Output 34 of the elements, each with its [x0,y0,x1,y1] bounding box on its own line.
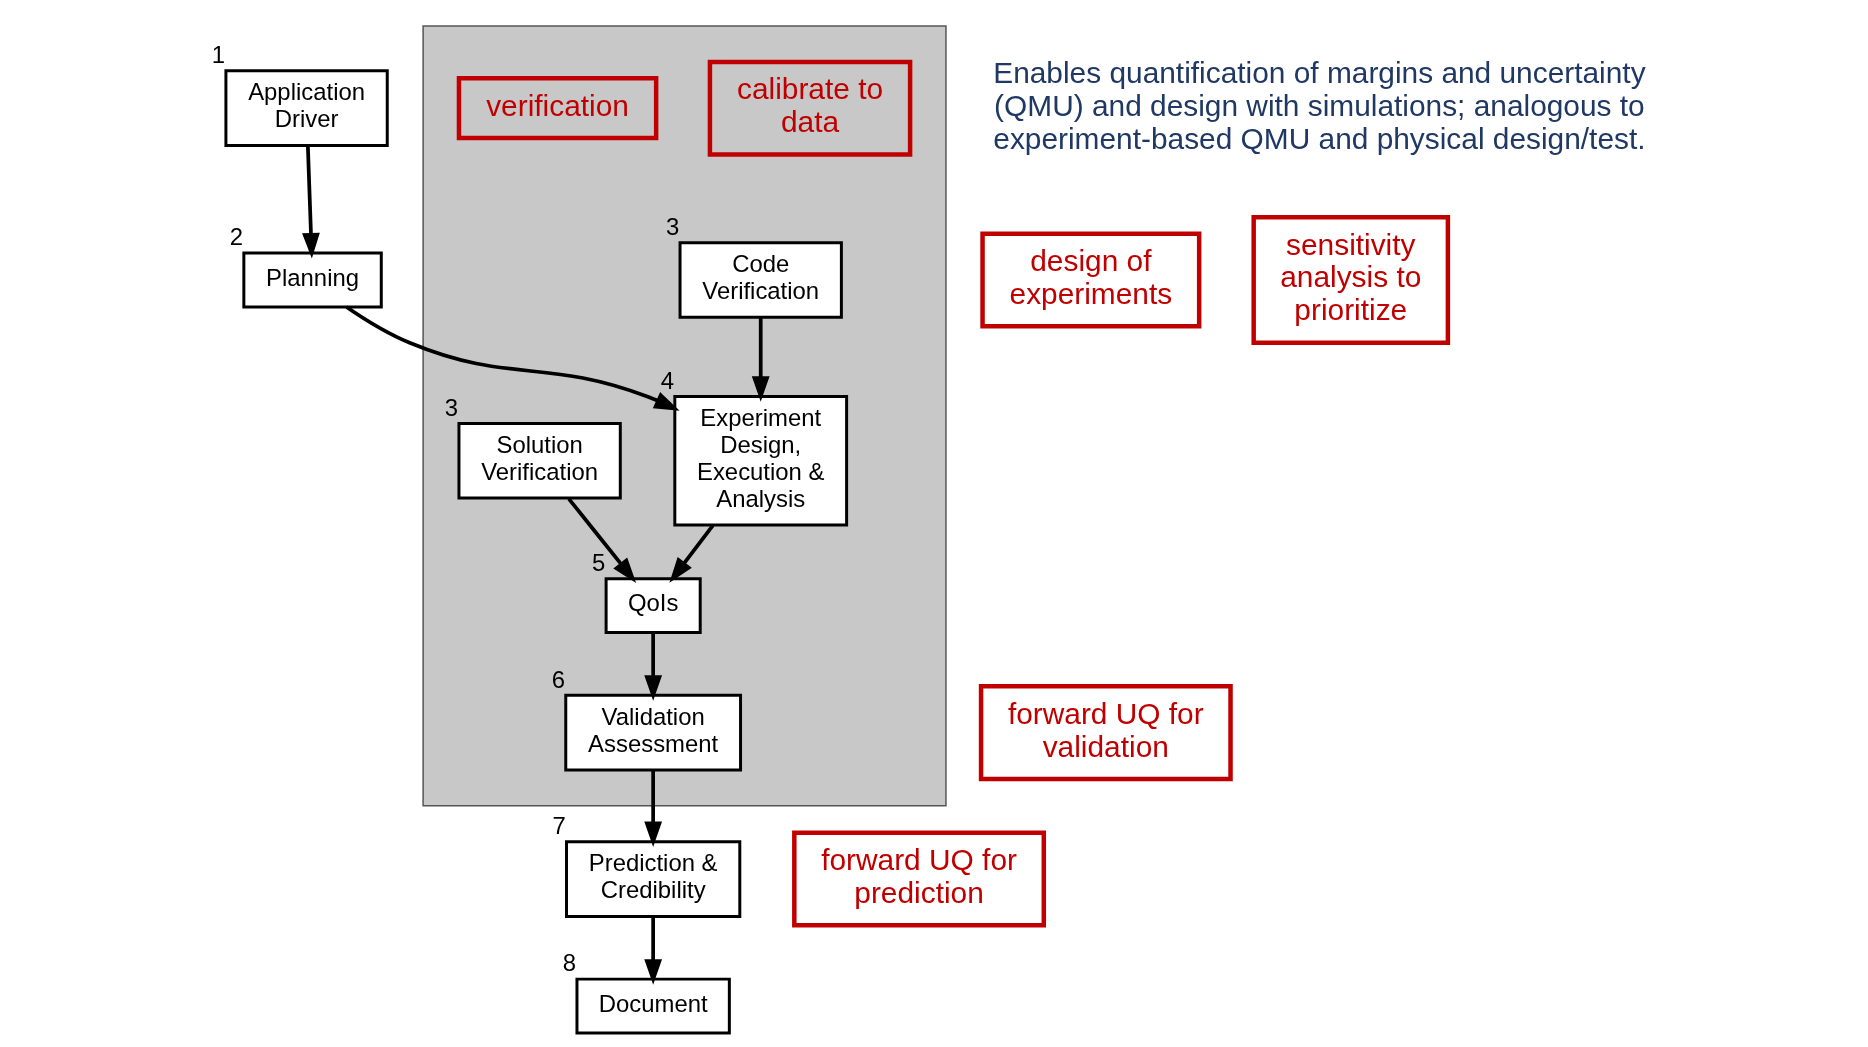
arrow [751,317,770,402]
cluster [422,25,947,807]
arrow [644,916,663,985]
node-box: Application Driver [224,69,389,148]
node-label: 4 [660,366,674,394]
node-box: QoIs [604,577,702,635]
node-label: 3 [444,393,459,421]
node-box: Solution Verification [457,421,622,500]
node-label: 5 [591,549,606,576]
node-label: 2 [229,223,244,251]
node-box: calibrate to data [707,59,913,157]
label: Enables quantification of margins and uncertainty (QMU) and design with simulations; analogous to experiment-based QMU and physical design/test. [993,55,1646,155]
arrow [644,632,663,701]
arrow [644,770,663,847]
node-box: Prediction & Credibility [565,840,742,918]
node-label: 6 [551,665,565,693]
arrow [302,145,320,259]
node-label: 8 [562,949,577,977]
node-label: 1 [211,41,226,69]
node-box: Code Verification [678,241,843,319]
node-label: 3 [665,212,680,240]
node-box: Planning [242,251,383,309]
arrow [669,524,715,583]
node-box: forward UQ for prediction [792,830,1047,928]
node-box: Experiment Design, Execution & Analysis [673,395,849,527]
node-box: forward UQ for validation [978,684,1233,782]
node-box: Document [575,977,731,1035]
node-box: verification [456,76,659,141]
arrow [567,497,637,583]
arrow [345,305,680,411]
node-box: design of experiments [980,231,1202,329]
node-box: sensitivity analysis to prioritize [1251,215,1451,345]
node-label: 7 [552,811,566,839]
node-box: Validation Assessment [564,693,743,772]
